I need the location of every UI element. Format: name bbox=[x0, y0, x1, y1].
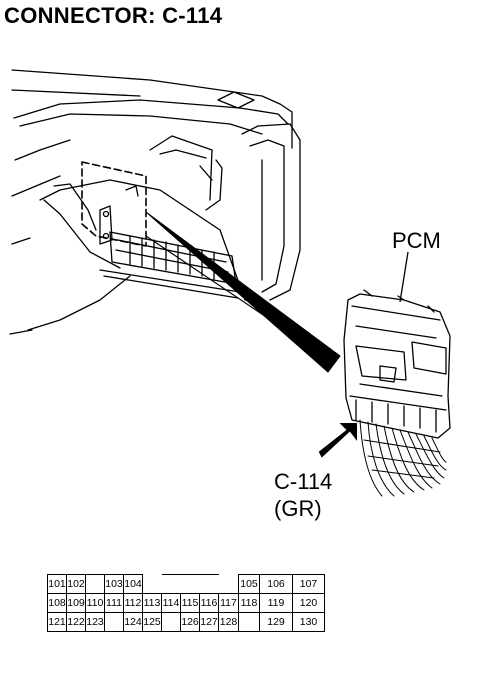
dashboard-outline bbox=[9, 69, 301, 335]
pin-cell: 114 bbox=[161, 593, 181, 613]
pin-cell-empty bbox=[85, 574, 105, 594]
pin-cell: 129 bbox=[259, 612, 293, 632]
pin-cell: 123 bbox=[85, 612, 105, 632]
pin-cell-empty bbox=[238, 612, 260, 632]
pin-cell: 115 bbox=[180, 593, 200, 613]
pin-cell: 105 bbox=[238, 574, 260, 594]
pcm-location-box bbox=[81, 161, 147, 247]
pin-cell: 101 bbox=[47, 574, 67, 594]
connector-arrow bbox=[318, 423, 357, 458]
pin-cell: 118 bbox=[238, 593, 260, 613]
pin-cell: 130 bbox=[292, 612, 325, 632]
pin-cell: 117 bbox=[218, 593, 239, 613]
pin-cell: 127 bbox=[199, 612, 219, 632]
connector-label: C-114 (GR) bbox=[274, 468, 332, 522]
pin-cell: 125 bbox=[142, 612, 162, 632]
pin-cell: 126 bbox=[180, 612, 200, 632]
pin-cell: 116 bbox=[199, 593, 219, 613]
pin-cell: 128 bbox=[218, 612, 239, 632]
pin-cell: 124 bbox=[123, 612, 143, 632]
pin-cell-empty bbox=[218, 574, 239, 594]
pin-cell: 109 bbox=[66, 593, 86, 613]
pin-cell-empty bbox=[161, 612, 181, 632]
pin-cell-empty bbox=[180, 574, 200, 594]
pin-cell-empty bbox=[104, 612, 124, 632]
pin-cell: 111 bbox=[104, 593, 124, 613]
pcm-module bbox=[343, 289, 451, 439]
pcm-label: PCM bbox=[392, 228, 441, 253]
connector-name: C-114 bbox=[274, 469, 333, 494]
wire-harness bbox=[359, 419, 447, 497]
pin-cell: 102 bbox=[66, 574, 86, 594]
pin-cell: 121 bbox=[47, 612, 67, 632]
pin-cell: 110 bbox=[85, 593, 105, 613]
pin-cell: 104 bbox=[123, 574, 143, 594]
pin-cell: 119 bbox=[259, 593, 293, 613]
pin-cell-empty bbox=[199, 574, 219, 594]
leader-line bbox=[145, 235, 331, 361]
pin-cell: 107 bbox=[292, 574, 325, 594]
pin-cell: 112 bbox=[123, 593, 143, 613]
pin-cell-empty bbox=[161, 574, 181, 594]
pin-cell: 122 bbox=[66, 612, 86, 632]
pin-cell: 103 bbox=[104, 574, 124, 594]
pin-cell: 108 bbox=[47, 593, 67, 613]
pcm-leader bbox=[399, 251, 409, 303]
pin-cell: 120 bbox=[292, 593, 325, 613]
pin-cell-empty bbox=[142, 574, 162, 594]
leader-wedge bbox=[145, 211, 341, 373]
diagram-title: CONNECTOR: C-114 bbox=[4, 3, 223, 28]
pin-cell: 106 bbox=[259, 574, 293, 594]
pin-cell: 113 bbox=[142, 593, 162, 613]
connector-color: (GR) bbox=[274, 496, 322, 521]
